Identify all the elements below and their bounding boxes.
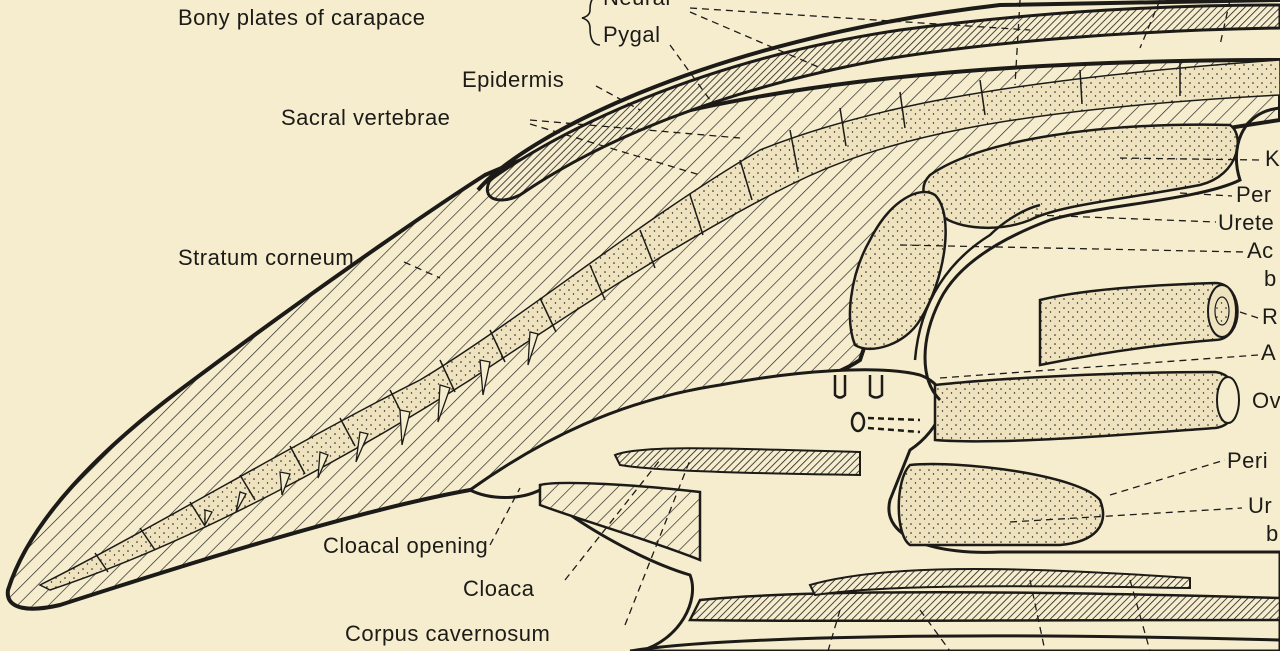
label-cloacal-opening: Cloacal opening — [323, 533, 488, 558]
label-accessory-partial-1: Ac — [1247, 238, 1274, 263]
plastron-plates — [690, 592, 1280, 621]
label-peritoneum-partial-lower: Peri — [1227, 448, 1268, 473]
rectum-inner — [1215, 297, 1229, 325]
urinary-bladder — [899, 464, 1103, 545]
label-sacral-vertebrae: Sacral vertebrae — [281, 105, 450, 130]
brace — [582, 0, 600, 45]
label-oviduct-partial: Ov — [1252, 388, 1280, 413]
oviduct-lumen — [1217, 377, 1239, 423]
label-stratum-corneum: Stratum corneum — [178, 245, 354, 270]
label-neural: Neural — [603, 0, 671, 10]
label-ureter-partial: Urete — [1218, 210, 1274, 235]
label-rectum-partial: R — [1262, 304, 1278, 329]
label-urinary-partial-1: Ur — [1248, 493, 1272, 518]
label-accessory-partial-2: b — [1264, 266, 1277, 291]
label-pygal: Pygal — [603, 22, 661, 47]
label-cloaca: Cloaca — [463, 576, 535, 601]
label-bony-plates: Bony plates of carapace — [178, 5, 426, 30]
label-a-partial: A — [1261, 340, 1276, 365]
label-corpus-cavernosum: Corpus cavernosum — [345, 621, 550, 646]
label-peritoneum-partial-upper: Per — [1236, 182, 1272, 207]
oviduct — [935, 372, 1238, 441]
penis-lower-plate — [540, 483, 700, 560]
label-urinary-partial-2: b — [1266, 521, 1279, 546]
rectum — [1040, 283, 1238, 365]
label-epidermis: Epidermis — [462, 67, 564, 92]
label-kidney-partial: K — [1265, 146, 1280, 171]
